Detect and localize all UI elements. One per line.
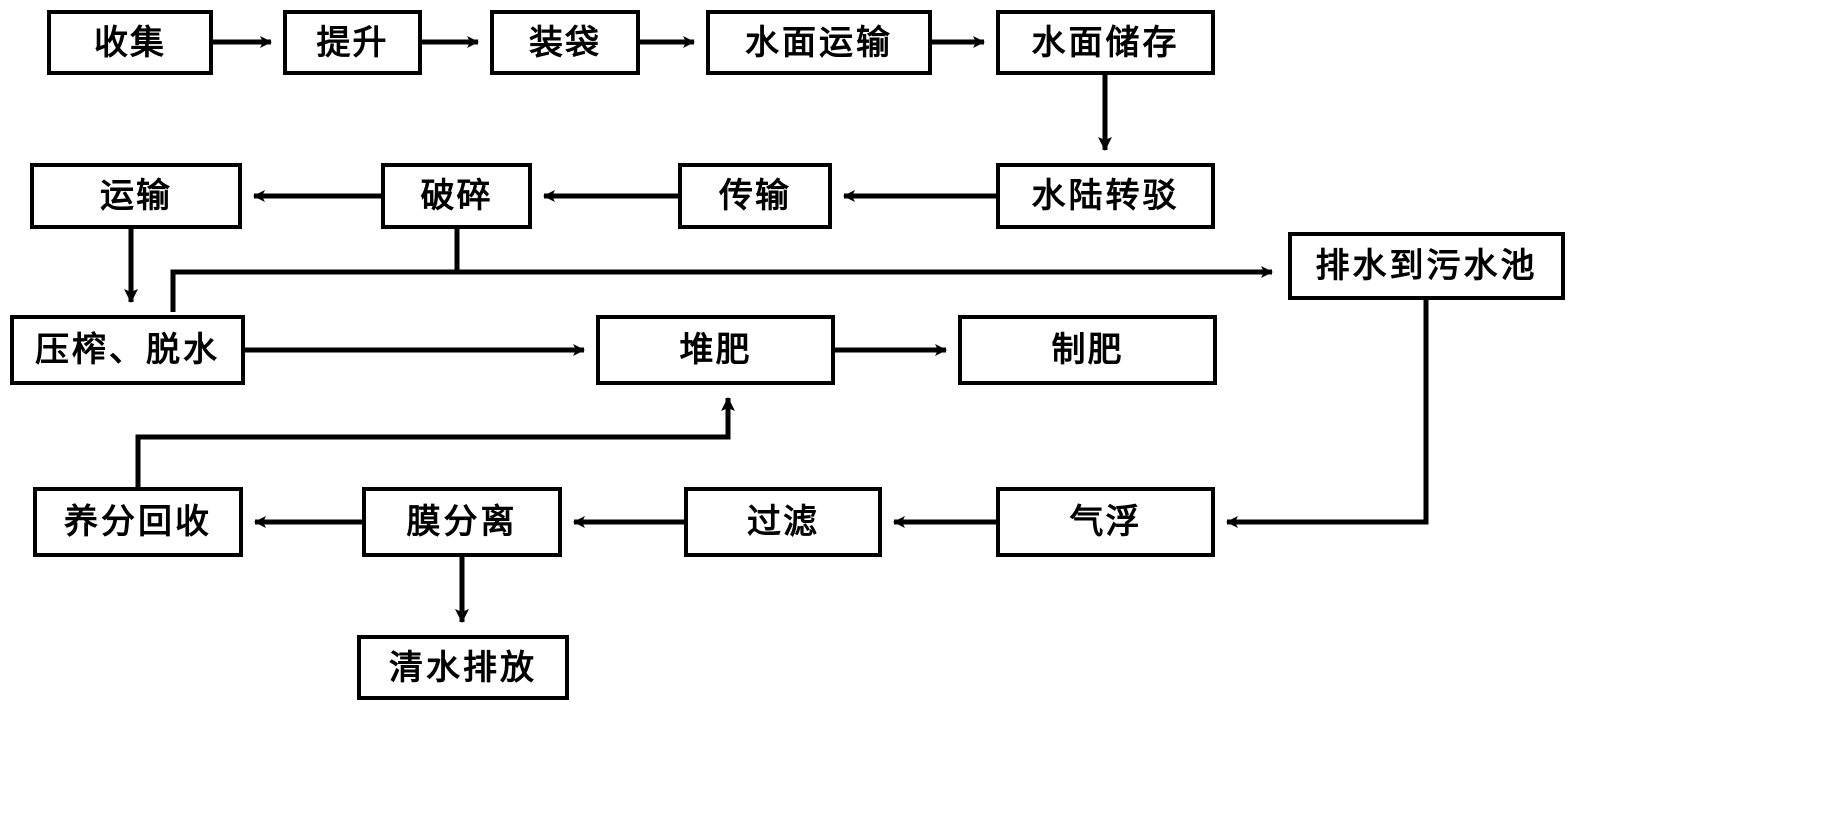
node-label: 传输 [719, 176, 791, 216]
node-label: 水面储存 [1031, 22, 1180, 63]
node-conveying[interactable]: 传输 [678, 163, 832, 229]
node-label: 清水排放 [389, 647, 537, 688]
node-label: 膜分离 [406, 502, 518, 542]
node-bagging[interactable]: 装袋 [490, 10, 640, 75]
node-crushing[interactable]: 破碎 [381, 163, 532, 229]
node-fertilizer[interactable]: 制肥 [958, 315, 1217, 385]
node-label: 水陆转驳 [1031, 176, 1180, 216]
node-label: 装袋 [529, 22, 601, 63]
node-label: 过滤 [747, 502, 819, 542]
node-water-storage[interactable]: 水面储存 [996, 10, 1215, 75]
node-composting[interactable]: 堆肥 [596, 315, 835, 385]
edge-nutrient-recovery-to-composting [135, 397, 735, 487]
node-label: 气浮 [1069, 502, 1142, 542]
node-clean-discharge[interactable]: 清水排放 [357, 635, 569, 700]
edge-drain-to-pool-to-air-flotation [1226, 300, 1429, 528]
edge-crushing-to-press-dewater [170, 229, 460, 312]
node-label: 养分回收 [64, 502, 212, 542]
node-land-transfer[interactable]: 水陆转驳 [996, 163, 1215, 229]
node-water-transport[interactable]: 水面运输 [706, 10, 932, 75]
node-label: 水面运输 [745, 22, 893, 63]
node-label: 压榨、脱水 [35, 330, 220, 370]
node-nutrient-recovery[interactable]: 养分回收 [33, 487, 243, 557]
node-label: 堆肥 [679, 330, 752, 370]
node-press-dewater[interactable]: 压榨、脱水 [10, 315, 245, 385]
node-filtration[interactable]: 过滤 [684, 487, 882, 557]
node-label: 提升 [316, 22, 389, 63]
node-air-flotation[interactable]: 气浮 [996, 487, 1215, 557]
node-label: 排水到污水池 [1315, 246, 1538, 286]
node-transport[interactable]: 运输 [30, 163, 242, 229]
node-lift[interactable]: 提升 [283, 10, 422, 75]
node-membrane-sep[interactable]: 膜分离 [362, 487, 562, 557]
node-drain-to-pool[interactable]: 排水到污水池 [1288, 232, 1565, 300]
node-label: 运输 [100, 176, 172, 216]
node-collect[interactable]: 收集 [47, 10, 213, 75]
node-label: 制肥 [1051, 330, 1124, 370]
node-label: 收集 [94, 22, 166, 63]
node-label: 破碎 [420, 176, 493, 216]
